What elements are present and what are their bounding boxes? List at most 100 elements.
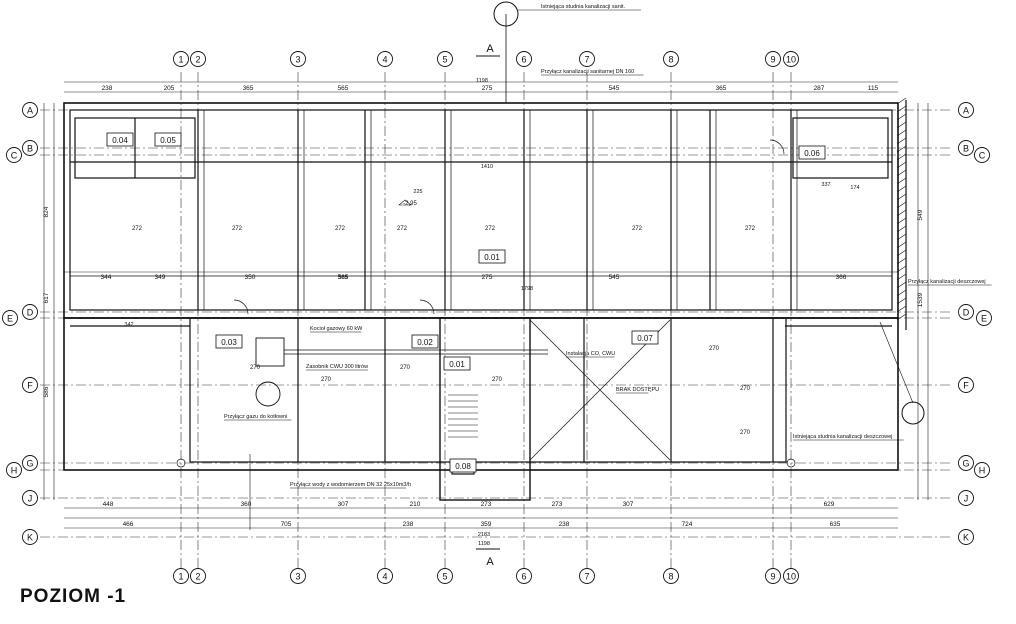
level-mark: -2,95 bbox=[403, 201, 417, 207]
section-mark-bottom: A bbox=[486, 556, 494, 568]
wall-hatch bbox=[896, 289, 907, 297]
column-marker bbox=[176, 458, 186, 468]
room-tag-label: 0.01 bbox=[449, 360, 465, 369]
axis-bubble-row-right bbox=[958, 455, 974, 471]
dim-text-top: 365 bbox=[716, 85, 727, 92]
room-tag-box bbox=[411, 334, 439, 349]
room-tag: 0.02 bbox=[411, 334, 439, 349]
axis-label-col: 1 bbox=[178, 572, 183, 582]
axis-label-row-left: B bbox=[27, 144, 33, 154]
wall-hatch bbox=[896, 105, 907, 113]
wall-hatch bbox=[896, 129, 907, 137]
dim-text-misc: 337 bbox=[821, 182, 830, 188]
axis-bubble-row-left bbox=[22, 529, 38, 545]
dim-text-bottom-2: 724 bbox=[682, 521, 693, 528]
room-tag-label: 0.05 bbox=[160, 136, 176, 145]
dim-text-bottom-1: 629 bbox=[824, 501, 835, 508]
column-marker bbox=[786, 458, 796, 468]
height-mark: 272 bbox=[335, 226, 346, 232]
axis-label-col: 2 bbox=[195, 572, 200, 582]
room-tag-label: 0.07 bbox=[637, 334, 653, 343]
rain-pipe bbox=[879, 321, 914, 404]
wall-hatch bbox=[896, 233, 907, 241]
axis-bubble-col bbox=[190, 51, 206, 67]
axis-bubble-col bbox=[765, 51, 781, 67]
axis-label-row-right: C bbox=[979, 151, 986, 161]
axis-label-row-right: B bbox=[963, 144, 969, 154]
axis-bubble-row-right bbox=[958, 490, 974, 506]
axis-bubble-row-right bbox=[958, 140, 974, 156]
axis-bubble-row-left bbox=[6, 147, 22, 163]
wall-hatch bbox=[896, 281, 907, 289]
axis-label-col: 8 bbox=[668, 572, 673, 582]
axis-bubble-row-left bbox=[22, 377, 38, 393]
dim-text-misc: 174 bbox=[850, 185, 859, 191]
axis-bubble-col bbox=[516, 568, 532, 584]
room-tag: 0.01 bbox=[443, 356, 471, 371]
walls bbox=[63, 97, 907, 501]
axis-bubble-col bbox=[377, 51, 393, 67]
annotation-text: Zasobnik CWU 300 litrów bbox=[306, 364, 368, 370]
wall-hatch bbox=[896, 97, 907, 105]
axis-label-col: 5 bbox=[442, 55, 447, 65]
dim-text-left: 617 bbox=[43, 292, 50, 303]
dim-text-top: 565 bbox=[338, 85, 349, 92]
room-tag-box bbox=[215, 334, 243, 349]
height-mark: 270 bbox=[250, 365, 261, 371]
dim-text-bottom-1: 273 bbox=[552, 501, 563, 508]
wall-hatch bbox=[896, 313, 907, 321]
annotation-text: BRAK DOSTĘPU bbox=[616, 387, 659, 393]
room-tag-box bbox=[631, 330, 659, 345]
annotation-text: Przyłącz kanalizacji deszczowej bbox=[908, 279, 986, 285]
wall-hatch bbox=[896, 161, 907, 169]
axis-label-col: 8 bbox=[668, 55, 673, 65]
axis-bubble-row-right bbox=[976, 310, 992, 326]
dim-text-bottom-2: 238 bbox=[403, 521, 414, 528]
axis-label-col: 5 bbox=[442, 572, 447, 582]
dim-text-inner: 349 bbox=[155, 274, 166, 281]
wall-hatch bbox=[896, 185, 907, 193]
annotation-text: Istniejąca studnia kanalizacji sanit. bbox=[541, 4, 626, 10]
dim-text-bottom-1: 307 bbox=[338, 501, 349, 508]
wall-hatch bbox=[896, 249, 907, 257]
dim-text-top: 287 bbox=[814, 85, 825, 92]
axis-label-row-left: D bbox=[27, 308, 34, 318]
axis-label-col: 3 bbox=[295, 572, 300, 582]
dim-text-bottom-2: 238 bbox=[559, 521, 570, 528]
axis-bubble-row-left bbox=[22, 455, 38, 471]
axis-label-row-right: J bbox=[964, 494, 969, 504]
dim-text-bottom-2: 466 bbox=[123, 521, 134, 528]
plan-title: POZIOM -1 bbox=[20, 586, 127, 607]
axis-label-col: 10 bbox=[786, 572, 796, 582]
annotation-text: Instalacja CO, CWU bbox=[566, 351, 615, 357]
dim-text-bottom-1: 448 bbox=[103, 501, 114, 508]
dim-text-right: 1539 bbox=[917, 292, 924, 307]
wall-hatch bbox=[896, 241, 907, 249]
details: AA bbox=[176, 1, 925, 568]
annotation-text: Przyłącz gazu do kotłowni bbox=[224, 414, 287, 420]
door-swing bbox=[419, 299, 435, 315]
room-tag: 0.04 bbox=[106, 132, 134, 147]
axis-label-row-left: J bbox=[28, 494, 33, 504]
dim-text-bottom-1: 273 bbox=[481, 501, 492, 508]
wall-hatch bbox=[896, 145, 907, 153]
axis-bubble-col bbox=[579, 568, 595, 584]
wall-hatch bbox=[896, 169, 907, 177]
wall-hatch bbox=[896, 273, 907, 281]
axis-label-col: 7 bbox=[584, 572, 589, 582]
dim-text-bottom-2: 635 bbox=[830, 521, 841, 528]
axis-label-col: 2 bbox=[195, 55, 200, 65]
annotation-text: Kocioł gazowy 60 kW bbox=[310, 326, 363, 332]
door-swing bbox=[769, 139, 785, 155]
upper-inner-wall bbox=[69, 109, 893, 311]
dim-text-top: 545 bbox=[609, 85, 620, 92]
room-tag: 0.05 bbox=[154, 132, 182, 147]
wall-hatch bbox=[896, 305, 907, 313]
dim-text-misc: 2183 bbox=[478, 532, 490, 538]
annotation-text: Przyłącz kanalizacji sanitarnej DN 160 bbox=[541, 69, 634, 75]
wall-hatch bbox=[896, 257, 907, 265]
wall-hatch bbox=[896, 113, 907, 121]
dim-text-bottom-2: 359 bbox=[481, 521, 492, 528]
dim-text-misc: 1198 bbox=[478, 541, 490, 547]
